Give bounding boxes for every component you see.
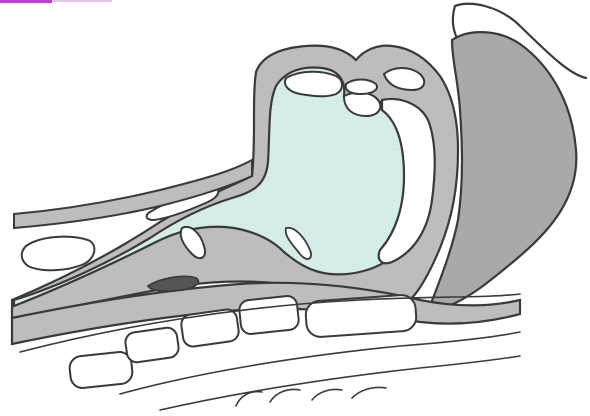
lower-contour-3 — [160, 356, 520, 410]
tonsil-lower — [346, 80, 377, 95]
neck-contour-cap — [453, 6, 456, 36]
corner-accent-bar — [0, 0, 52, 3]
spinal-arc-4 — [352, 387, 386, 398]
corner-accent-fade — [52, 0, 112, 2]
palate-structure — [285, 72, 342, 97]
spinal-arc-3 — [312, 389, 342, 400]
spinal-arc-2 — [270, 390, 300, 403]
left-bone-lobe — [22, 237, 95, 271]
